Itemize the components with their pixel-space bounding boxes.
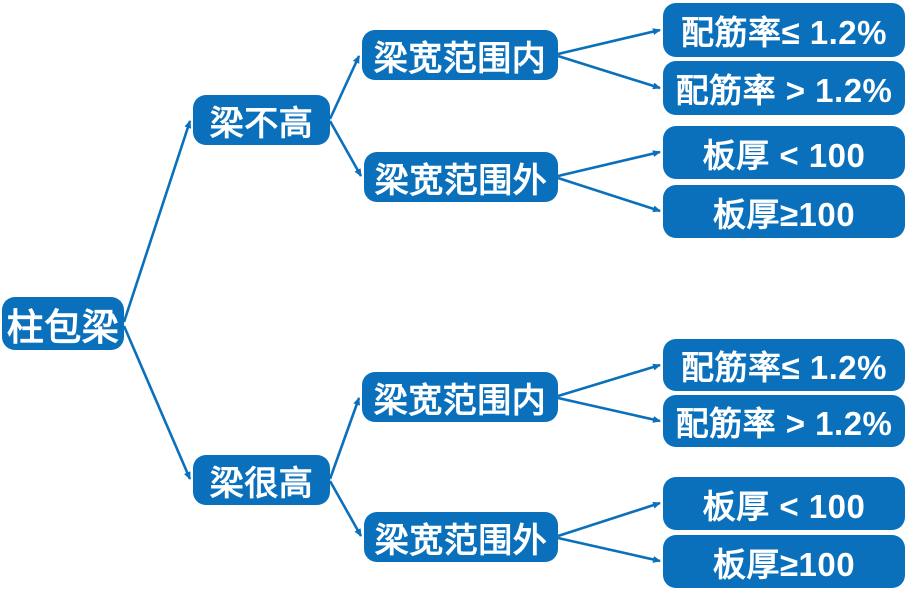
leaf-slab-thickness-lt-100-bottom: 板厚 < 100: [663, 477, 905, 530]
leaf-slab-thickness-ge-100-bottom: 板厚≥100: [663, 535, 905, 588]
connector: [328, 55, 361, 120]
connector: [557, 176, 661, 213]
connector: [557, 28, 661, 56]
node-within-beam-width-bottom: 梁宽范围内: [362, 372, 558, 422]
node-outside-beam-width-top: 梁宽范围外: [364, 152, 558, 202]
connector: [557, 363, 661, 398]
connector: [328, 480, 363, 537]
node-column-wraps-beam: 柱包梁: [2, 297, 124, 350]
connector: [557, 150, 661, 178]
leaf-reinforcement-ratio-le-top: 配筋率≤ 1.2%: [663, 3, 905, 57]
connector: [557, 396, 661, 423]
leaf-reinforcement-ratio-gt-top: 配筋率 > 1.2%: [663, 61, 905, 115]
leaf-reinforcement-ratio-gt-bottom: 配筋率 > 1.2%: [663, 395, 905, 447]
connector: [328, 397, 361, 480]
leaf-reinforcement-ratio-le-bottom: 配筋率≤ 1.2%: [663, 339, 905, 391]
connector: [557, 54, 661, 90]
connector: [557, 536, 661, 563]
connector: [122, 325, 192, 480]
node-outside-beam-width-bottom: 梁宽范围外: [364, 512, 558, 562]
connector: [122, 120, 192, 323]
node-within-beam-width-top: 梁宽范围内: [362, 30, 558, 80]
node-beam-not-high: 梁不高: [193, 95, 330, 145]
leaf-slab-thickness-ge-100-top: 板厚≥100: [663, 185, 905, 238]
node-beam-very-high: 梁很高: [193, 455, 330, 505]
leaf-slab-thickness-lt-100-top: 板厚 < 100: [663, 126, 905, 179]
connector: [557, 501, 661, 538]
connector: [328, 120, 363, 177]
